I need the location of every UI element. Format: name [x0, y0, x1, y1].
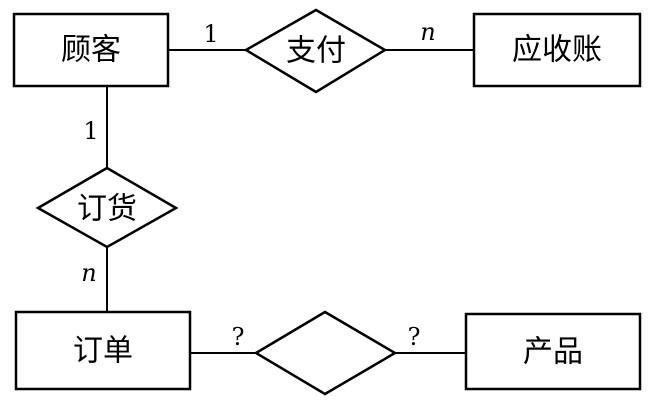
entity-customer: 顾客: [12, 12, 170, 88]
relationship-place-order: 订货: [35, 166, 179, 249]
entity-order-label: 订单: [73, 334, 133, 369]
cardinality-pay-receivable: n: [420, 18, 435, 46]
relationship-pay: 支付: [243, 8, 388, 94]
cardinality-order-unknown: ?: [232, 323, 245, 351]
entity-receivable-label: 应收账: [512, 33, 602, 68]
relationship-pay-label: 支付: [286, 34, 346, 69]
entity-product: 产品: [464, 312, 642, 391]
cardinality-customer-pay: 1: [203, 20, 218, 48]
entity-product-label: 产品: [523, 335, 583, 370]
entity-order: 订单: [14, 310, 192, 391]
cardinality-customer-placeorder: 1: [83, 117, 98, 145]
entity-customer-label: 顾客: [61, 33, 121, 68]
cardinality-placeorder-order: n: [81, 259, 96, 287]
relationship-place-order-label: 订货: [77, 192, 137, 227]
relationship-order-product: [253, 310, 398, 396]
entity-receivable: 应收账: [472, 12, 642, 88]
cardinality-product-unknown: ?: [408, 323, 421, 351]
